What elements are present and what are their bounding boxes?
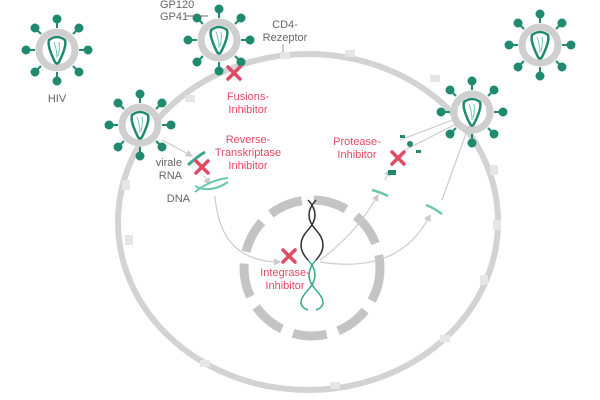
mrna-strand-2 (425, 203, 443, 216)
process-arrows (161, 116, 470, 266)
cd4-receptors (122, 50, 501, 389)
cd4-label-line2: Rezeptor (263, 32, 308, 44)
viral-rna-label-line2: RNA (159, 170, 183, 182)
dna-strand (194, 177, 229, 193)
viral-rna-label-line1: virale (156, 157, 182, 169)
hiv-virus-free (23, 16, 92, 85)
nucleus (239, 195, 385, 341)
protease-inhibitor-label-2: Inhibitor (337, 149, 376, 161)
hiv-virus-budding (438, 78, 507, 147)
hiv-virus-released (506, 11, 575, 80)
fusion-inhibitor-label-1: Fusions- (227, 91, 270, 103)
integrated-dna (300, 199, 324, 311)
integrase-block-x-icon (281, 248, 297, 264)
gp120-label: GP120 (160, 0, 194, 11)
rt-block-x-icon (194, 159, 210, 175)
protease-inhibitor-label-1: Protease- (333, 136, 381, 148)
mrna-strand (371, 188, 389, 198)
dna-label: DNA (167, 193, 191, 205)
rt-inhibitor-label-2: Transkriptase (215, 147, 281, 159)
hiv-label: HIV (48, 93, 67, 105)
integrase-inhibitor-label-2: Inhibitor (265, 280, 304, 292)
rt-inhibitor-label-1: Reverse- (226, 134, 271, 146)
integrase-inhibitor-label-1: Integrase- (260, 267, 310, 279)
hiv-virus-entering (106, 91, 175, 160)
fusion-inhibitor-label-2: Inhibitor (228, 104, 267, 116)
gp41-label: GP41 (160, 11, 188, 23)
rt-inhibitor-label-3: Inhibitor (228, 160, 267, 172)
viral-proteins (388, 135, 421, 175)
protease-block-x-icon (390, 150, 406, 166)
cd4-label-line1: CD4- (272, 19, 298, 31)
viral-rna-strand (186, 150, 206, 167)
